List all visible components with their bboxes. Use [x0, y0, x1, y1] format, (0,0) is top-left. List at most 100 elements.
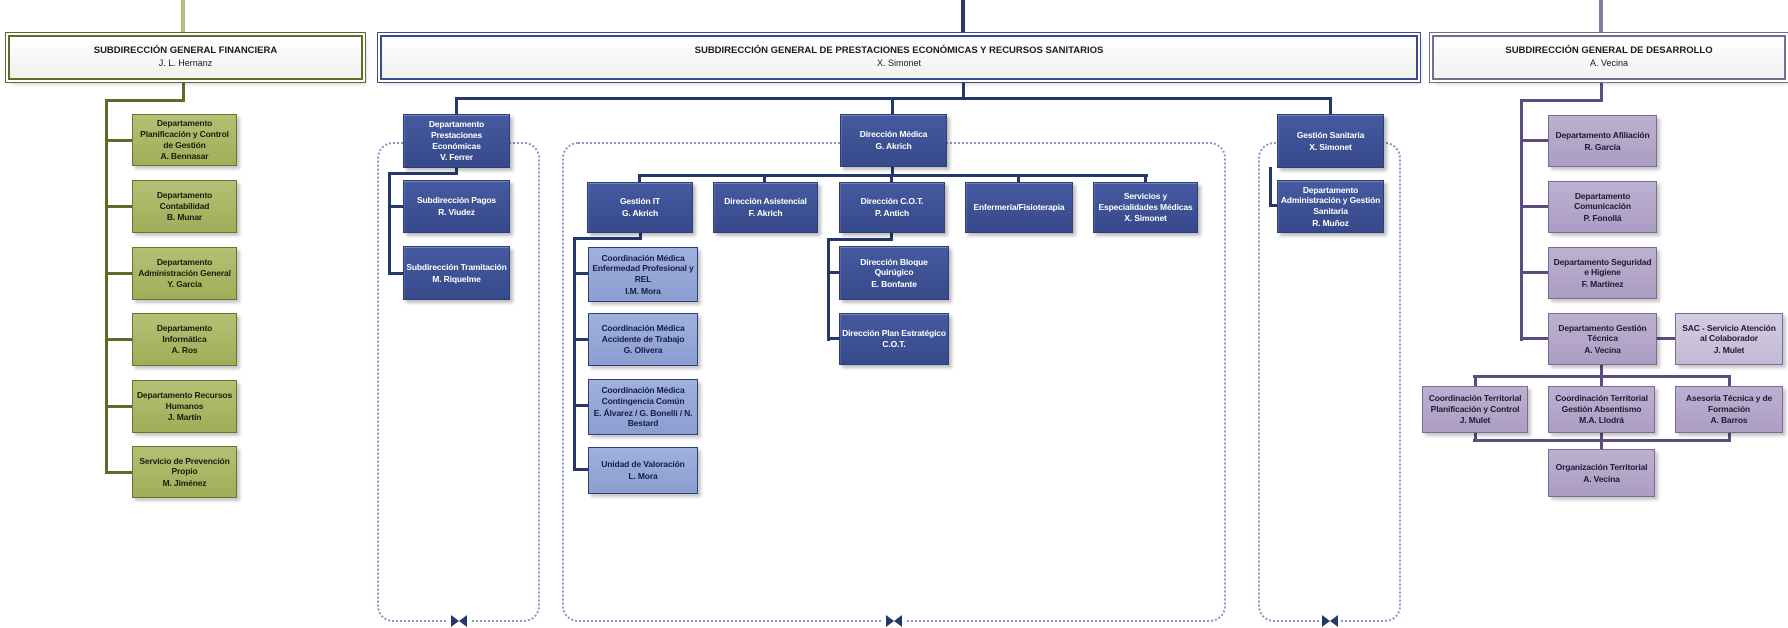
node-subdireccion-tramitacion[interactable]: Subdirección Tramitación M. Riquelme — [403, 246, 510, 300]
collapse-icon[interactable] — [447, 614, 470, 628]
node-dept-planificacion-control[interactable]: Departamento Planificación y Control de … — [132, 114, 237, 166]
node-asesoria-tecnica-formacion[interactable]: Asesoría Técnica y de Formación A. Barro… — [1675, 386, 1783, 433]
connector — [105, 272, 132, 275]
node-direccion-medica[interactable]: Dirección Médica G. Akrich — [840, 114, 947, 167]
node-gestion-sanitaria[interactable]: Gestión Sanitaria X. Simonet — [1277, 114, 1384, 168]
triangle-right-icon — [1321, 615, 1330, 627]
node-person: G. Olivera — [623, 345, 663, 356]
connector — [105, 338, 132, 341]
connector — [573, 237, 642, 240]
connector — [1600, 80, 1603, 101]
header-subdireccion-financiera[interactable]: SUBDIRECCIÓN GENERAL FINANCIERA J. L. He… — [8, 35, 363, 80]
node-title: Organización Territorial — [1555, 461, 1648, 472]
node-coord-enfermedad-profesional[interactable]: Coordinación Médica Enfermedad Profesion… — [588, 247, 698, 302]
connector — [890, 174, 893, 182]
connector — [182, 80, 185, 101]
node-dept-informatica[interactable]: Departamento Informática A. Ros — [132, 313, 237, 366]
node-coord-accidente-trabajo[interactable]: Coordinación Médica Accidente de Trabajo… — [588, 313, 698, 366]
connector — [455, 168, 458, 175]
node-coord-territorial-planificacion[interactable]: Coordinación Territorial Planificación y… — [1422, 386, 1528, 433]
node-person: E. Álvarez / G. Bonelli / N. Bestard — [593, 407, 693, 429]
node-person: V. Ferrer — [440, 152, 473, 163]
node-title: Departamento Comunicación — [1574, 190, 1631, 212]
collapse-icon[interactable] — [883, 614, 905, 628]
connector — [388, 272, 403, 275]
node-sac-servicio-atencion[interactable]: SAC - Servicio Atención al Colaborador J… — [1675, 313, 1783, 365]
node-title: SAC - Servicio Atención al Colaborador — [1682, 322, 1776, 344]
node-enfermeria-fisioterapia[interactable]: Enfermería/Fisioterapia — [965, 182, 1073, 233]
node-coord-contingencia-comun[interactable]: Coordinación Médica Contingencia Común E… — [588, 379, 698, 435]
connector — [1520, 99, 1603, 102]
connector — [763, 174, 766, 182]
node-person: J. Mulet — [1713, 344, 1745, 355]
node-direccion-bloque-quirugico[interactable]: Dirección Bloque Quirúgico E. Bonfante — [839, 246, 949, 300]
node-direccion-cot[interactable]: Dirección C.O.T. P. Antich — [839, 182, 945, 233]
connector — [1473, 375, 1731, 378]
connector — [388, 172, 458, 175]
header-subdireccion-prestaciones[interactable]: SUBDIRECCIÓN GENERAL DE PRESTACIONES ECO… — [380, 35, 1418, 80]
node-direccion-asistencial[interactable]: Dirección Asistencial F. Akrich — [713, 182, 818, 233]
header-title: SUBDIRECCIÓN GENERAL DE PRESTACIONES ECO… — [694, 45, 1104, 57]
node-servicio-prevencion-propio[interactable]: Servicio de Prevención Propio M. Jiménez — [132, 446, 237, 498]
node-organizacion-territorial[interactable]: Organización Territorial A. Vecina — [1548, 449, 1655, 497]
connector — [455, 97, 458, 114]
node-dept-recursos-humanos[interactable]: Departamento Recursos Humanos J. Martín — [132, 380, 237, 433]
node-person: A. Vecina — [1583, 473, 1620, 484]
node-dept-comunicacion[interactable]: Departamento Comunicación P. Fonollá — [1548, 181, 1657, 233]
header-person: X. Simonet — [876, 57, 922, 68]
connector — [1728, 377, 1731, 386]
connector — [1474, 377, 1477, 386]
node-dept-gestion-tecnica[interactable]: Departamento Gestión Técnica A. Vecina — [1548, 313, 1657, 365]
node-person: F. Martínez — [1581, 278, 1624, 289]
connector — [573, 272, 588, 275]
connector — [1600, 433, 1603, 449]
connector — [827, 238, 893, 241]
node-person: X. Simonet — [1309, 141, 1352, 152]
node-direccion-plan-estrategico-cot[interactable]: Dirección Plan Estratégico C.O.T. — [839, 313, 949, 365]
node-dept-prestaciones-economicas[interactable]: Departamento Prestaciones Económicas V. … — [403, 114, 510, 168]
connector — [1520, 337, 1548, 340]
node-title: Coordinación Territorial Planificación y… — [1428, 393, 1522, 414]
node-person: M. Riquelme — [432, 273, 481, 284]
node-title: Enfermería/Fisioterapia — [973, 201, 1065, 212]
node-dept-seguridad-higiene[interactable]: Departamento Seguridad e Higiene F. Mart… — [1548, 247, 1657, 299]
node-title: Subdirección Pagos — [416, 195, 496, 206]
triangle-left-icon — [1329, 615, 1338, 627]
node-person: G. Akrich — [875, 141, 912, 151]
node-dept-administracion-gestion-sanitaria[interactable]: Departamento Administración y Gestión Sa… — [1277, 180, 1384, 233]
node-title: Departamento Afiliación — [1555, 129, 1650, 140]
node-title: Departamento Planificación y Control de … — [140, 118, 229, 150]
node-title: Gestión IT — [619, 196, 661, 207]
connector — [1520, 99, 1523, 341]
connector — [638, 174, 641, 182]
node-gestion-it[interactable]: Gestión IT G. Akrich — [587, 182, 693, 233]
connector — [827, 337, 839, 340]
node-unidad-valoracion[interactable]: Unidad de Valoración L. Mora — [588, 447, 698, 494]
connector — [1520, 205, 1548, 208]
collapse-icon[interactable] — [1318, 614, 1341, 628]
node-person: A. Vecina — [1584, 344, 1621, 355]
node-title: Departamento Administración General — [138, 257, 231, 278]
node-person: R. García — [1584, 141, 1621, 152]
node-subdireccion-pagos[interactable]: Subdirección Pagos R. Viudez — [403, 180, 510, 233]
node-servicios-especialidades-medicas[interactable]: Servicios y Especialidades Médicas X. Si… — [1093, 182, 1198, 233]
node-dept-contabilidad[interactable]: Departamento Contabilidad B. Munar — [132, 180, 237, 233]
node-person: G. Akrich — [621, 208, 659, 218]
node-dept-afiliacion[interactable]: Departamento Afiliación R. García — [1548, 115, 1657, 167]
node-dept-administracion-general[interactable]: Departamento Administración General Y. G… — [132, 247, 237, 300]
node-coord-territorial-absentismo[interactable]: Coordinación Territorial Gestión Absenti… — [1548, 386, 1655, 433]
header-title: SUBDIRECCIÓN GENERAL FINANCIERA — [93, 45, 278, 57]
connector — [105, 139, 132, 142]
node-title: Dirección Médica — [859, 129, 928, 140]
connector — [962, 80, 965, 99]
node-title: Servicio de Prevención Propio — [139, 455, 230, 477]
node-person: X. Simonet — [1124, 213, 1167, 224]
node-title: Departamento Seguridad e Higiene — [1553, 256, 1652, 278]
feed-line-prestaciones — [961, 0, 965, 35]
header-subdireccion-desarrollo[interactable]: SUBDIRECCIÓN GENERAL DE DESARROLLO A. Ve… — [1432, 35, 1786, 80]
header-title: SUBDIRECCIÓN GENERAL DE DESARROLLO — [1505, 45, 1713, 57]
node-person: I.M. Mora — [625, 285, 661, 296]
node-person: M.A. Llodrá — [1579, 415, 1624, 426]
node-person: P. Fonollá — [1583, 212, 1622, 223]
